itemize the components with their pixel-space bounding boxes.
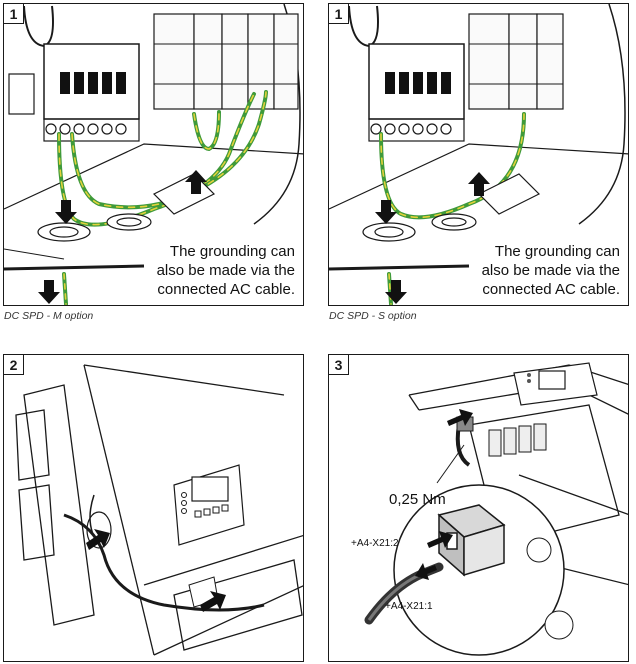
inverter-bottom-illustration xyxy=(15,364,303,656)
connector-detail-illustration xyxy=(364,362,628,656)
caption-s-option: DC SPD - S option xyxy=(329,310,417,322)
torque-value: 0,25 Nm xyxy=(389,491,446,508)
step-number: 2 xyxy=(4,355,24,375)
panel-dc-spd-s-option: 1 xyxy=(328,3,629,306)
terminal-label-a4-x21-1: +A4-X21:1 xyxy=(385,601,433,612)
dc-spd-m-illustration xyxy=(4,4,303,305)
grounding-note: The grounding can also be made via the c… xyxy=(475,240,622,299)
panel-dc-spd-m-option: 1 xyxy=(3,3,304,306)
step-number: 1 xyxy=(329,4,349,24)
caption-m-option: DC SPD - M option xyxy=(4,310,94,322)
dc-spd-s-illustration xyxy=(329,4,628,305)
step-number: 1 xyxy=(4,4,24,24)
arrow-1-icons xyxy=(38,170,207,304)
step-number: 3 xyxy=(329,355,349,375)
panel-step-3: 3 xyxy=(328,354,629,662)
panel-step-2: 2 xyxy=(3,354,304,662)
grounding-note: The grounding can also be made via the c… xyxy=(150,240,297,299)
terminal-label-a4-x21-2: +A4-X21:2 xyxy=(351,538,399,549)
